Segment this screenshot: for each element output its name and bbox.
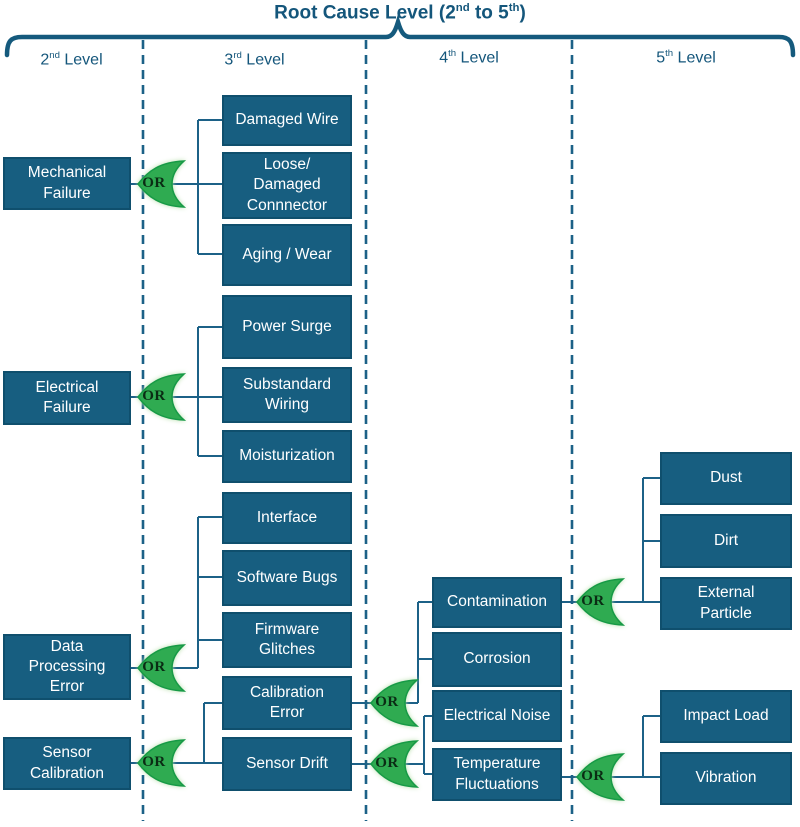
node-damaged-wire: Damaged Wire — [222, 95, 352, 146]
node-power-surge: Power Surge — [222, 295, 352, 359]
column-header-4th-level: 4th Level — [366, 48, 572, 67]
node-firmware-glitches: Firmware Glitches — [222, 612, 352, 668]
top-brace — [4, 14, 796, 58]
node-electrical-noise: Electrical Noise — [432, 690, 562, 742]
or-gate-mechanical-failure: OR — [135, 158, 187, 210]
or-gate-label: OR — [142, 174, 166, 191]
col5-word: Level — [673, 49, 716, 67]
node-moisturization: Moisturization — [222, 430, 352, 483]
or-gate-electrical-failure: OR — [135, 371, 187, 423]
node-electrical-failure: Electrical Failure — [3, 371, 131, 425]
title-sup-1: nd — [455, 2, 470, 14]
or-gate-data-processing-error: OR — [135, 642, 187, 694]
col3-word: Level — [241, 51, 285, 69]
title-text-mid: to 5 — [469, 2, 509, 24]
node-corrosion: Corrosion — [432, 632, 562, 687]
col5-ord: th — [665, 48, 674, 59]
title-sup-2: th — [508, 2, 520, 14]
node-vibration: Vibration — [660, 752, 792, 805]
column-header-5th-level: 5th Level — [572, 48, 800, 67]
or-gate-icon — [576, 753, 626, 801]
col2-num: 2 — [40, 51, 50, 69]
diagram-title: Root Cause Level (2nd to 5th) — [0, 2, 800, 24]
or-gate-icon — [576, 578, 626, 626]
col4-word: Level — [456, 49, 499, 67]
node-software-bugs: Software Bugs — [222, 550, 352, 606]
or-gate-sensor-calibration: OR — [135, 737, 187, 789]
node-sensor-drift: Sensor Drift — [222, 737, 352, 791]
or-gate-icon — [370, 679, 420, 727]
or-gate-label: OR — [142, 753, 166, 770]
node-data-processing-error: Data Processing Error — [3, 634, 131, 700]
node-aging-wear: Aging / Wear — [222, 224, 352, 286]
node-temperature-fluctuations: Temperature Fluctuations — [432, 748, 562, 801]
col3-ord: rd — [233, 50, 242, 61]
node-impact-load: Impact Load — [660, 690, 792, 743]
title-text-end: ) — [519, 2, 526, 24]
col2-ord: nd — [49, 50, 60, 61]
column-header-3rd-level: 3rd Level — [143, 50, 366, 69]
node-mechanical-failure: Mechanical Failure — [3, 157, 131, 210]
or-gate-label: OR — [581, 767, 605, 784]
col2-word: Level — [59, 51, 103, 69]
or-gate-contamination: OR — [574, 576, 626, 628]
node-dust: Dust — [660, 452, 792, 505]
title-text: Root Cause Level (2 — [274, 2, 456, 24]
col4-ord: th — [448, 48, 457, 59]
or-gate-label: OR — [581, 592, 605, 609]
or-gate-label: OR — [142, 387, 166, 404]
column-header-2nd-level: 2nd Level — [0, 50, 143, 69]
or-gate-icon — [137, 373, 187, 421]
node-contamination: Contamination — [432, 577, 562, 628]
or-gate-calibration-error: OR — [368, 677, 420, 729]
column-divider-dashed-lines — [141, 40, 574, 821]
or-gate-label: OR — [375, 693, 399, 710]
node-substandard-wiring: Substandard Wiring — [222, 367, 352, 423]
or-gate-icon — [137, 160, 187, 208]
or-gate-temperature-fluctuations: OR — [574, 751, 626, 803]
node-dirt: Dirt — [660, 514, 792, 568]
or-gate-sensor-drift: OR — [368, 738, 420, 790]
node-external-particle: External Particle — [660, 577, 792, 630]
or-gate-label: OR — [142, 658, 166, 675]
col5-num: 5 — [656, 49, 666, 67]
node-loose-damaged-connector: Loose/ Damaged Connnector — [222, 152, 352, 219]
or-gate-icon — [137, 739, 187, 787]
node-calibration-error: Calibration Error — [222, 676, 352, 730]
col4-num: 4 — [439, 49, 449, 67]
or-gate-icon — [370, 740, 420, 788]
or-gate-label: OR — [375, 754, 399, 771]
or-gate-icon — [137, 644, 187, 692]
col3-num: 3 — [224, 51, 234, 69]
node-interface: Interface — [222, 492, 352, 544]
node-sensor-calibration: Sensor Calibration — [3, 737, 131, 790]
